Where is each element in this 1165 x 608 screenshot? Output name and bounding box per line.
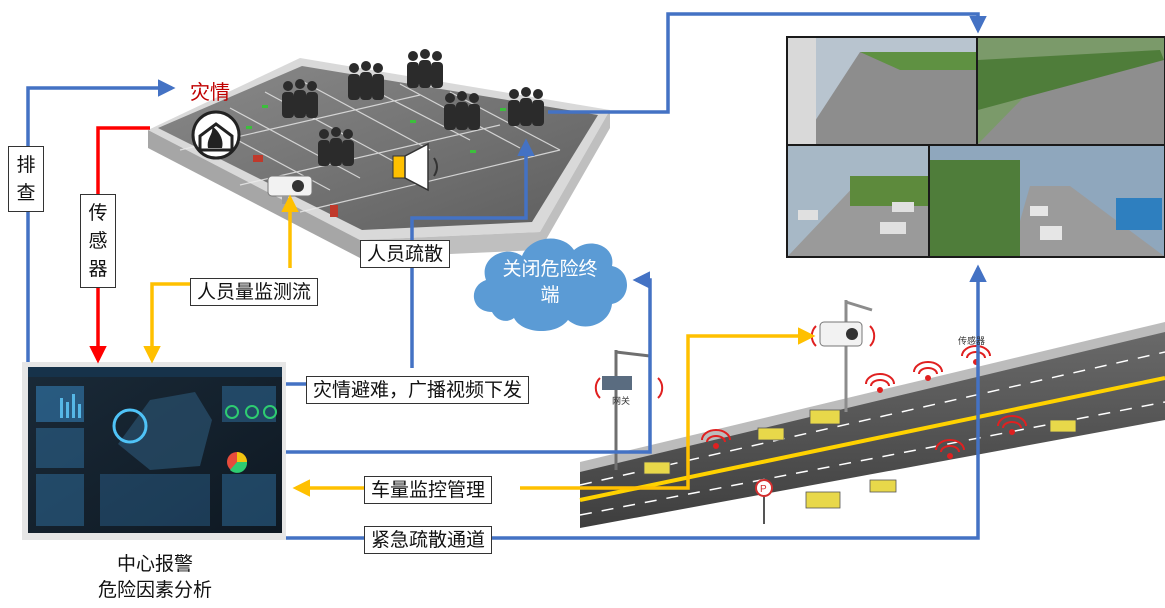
inspect-label: 排查 [8,146,44,212]
wireless-sensor-icon [935,439,965,459]
vehicle-management-label: 车量监控管理 [364,476,493,504]
broadcast-label: 灾情避难，广播视频下发 [306,376,530,404]
crowd-icon [407,49,443,88]
central-dashboard-image [22,362,286,540]
vehicles [643,409,1077,509]
crowd-icon [282,79,318,118]
cloud-shape [473,238,627,332]
risk-analysis-label: 危险因素分析 [97,579,212,601]
crowd-icon [318,127,354,166]
road-scene-image: P [579,300,1165,528]
fire-warning-icon [191,110,241,160]
crowd-icon [348,61,384,100]
svg-text:P: P [760,484,767,495]
wireless-sensor-icon [961,345,991,365]
flow-inspect [26,79,176,362]
wireless-sensor-icon [997,415,1027,435]
emergency-channel-label: 紧急疏散通道 [364,526,493,554]
surveillance-camera-grid [786,36,1165,258]
wireless-sensor-icon [701,429,731,449]
crowd-icon [444,91,480,130]
gateway-label: 网关 [612,397,631,407]
center-alarm-label: 中心报警 [116,553,193,575]
people-flow-label: 人员量监测流 [190,278,319,306]
flow-vehicle [520,327,816,490]
fire-label: 灾情 [190,80,230,104]
flow-close-terminal [286,271,652,454]
gateway-device [602,376,632,390]
wireless-sensor-icons [594,325,1027,459]
parking-garage-image [148,58,610,258]
sensor-label: 传感器 [80,194,116,288]
inspect-text: 排查 [16,154,36,204]
flow-garage-to-cameras [548,12,987,114]
road-sensor-label: 传感器 [958,337,986,347]
parking-sign-icon: P [755,479,773,524]
flow-evacuate [410,138,535,368]
wireless-sensor-icon [913,361,943,381]
sensor-text: 传感器 [88,202,108,280]
flow-people-count-down [143,282,190,364]
wireless-sensor-icon [594,377,664,399]
crowd-icon [508,87,544,126]
gateway-pole [614,350,651,470]
wireless-sensor-icon [865,373,895,393]
evacuate-label: 人员疏散 [360,240,451,268]
flow-emergency [286,264,987,540]
loudspeaker-icon [392,142,438,192]
close-terminal-label: 关闭危险终端 [502,258,598,306]
road-camera-icon [819,321,863,347]
crowd-icons [282,49,544,166]
